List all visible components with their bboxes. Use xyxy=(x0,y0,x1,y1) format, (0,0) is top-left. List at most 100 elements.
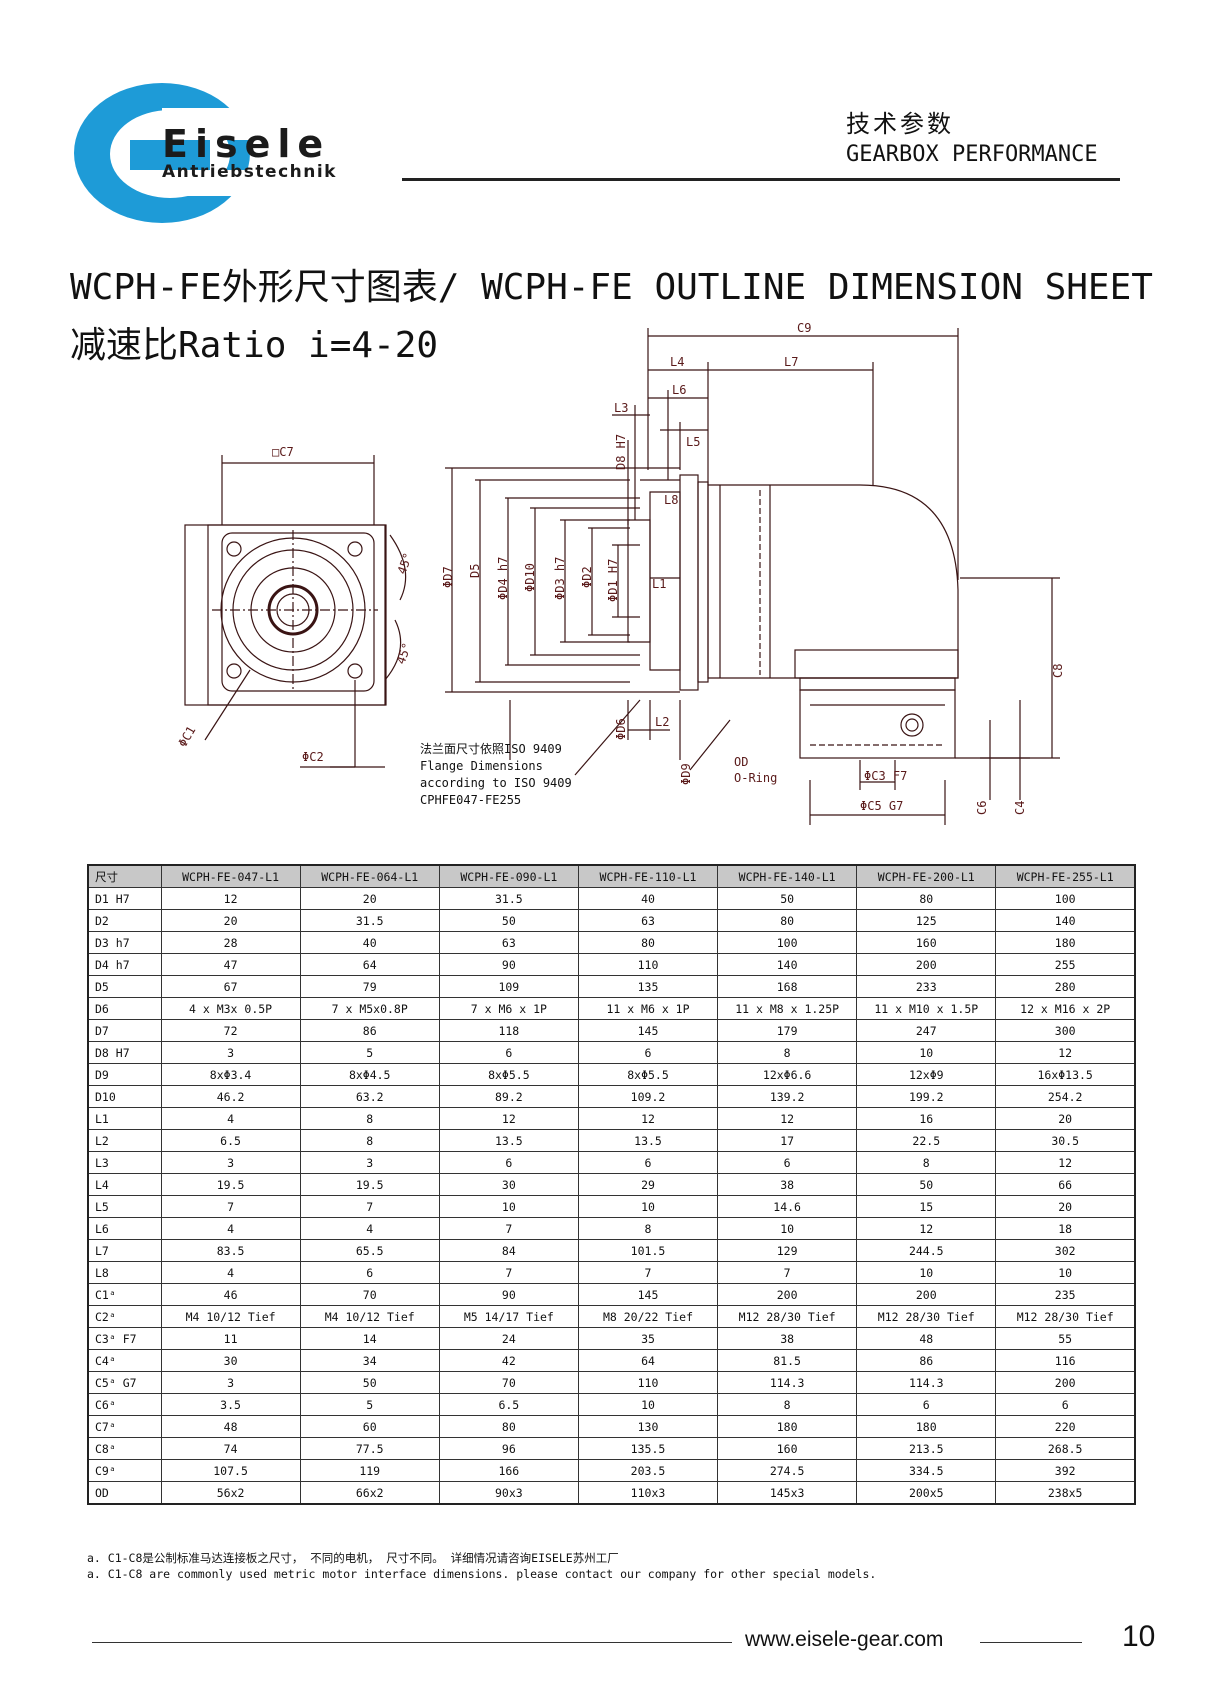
label-l3: L3 xyxy=(614,401,628,415)
table-cell: 302 xyxy=(995,1239,1136,1262)
table-cell: 11 x M10 x 1.5P xyxy=(856,997,997,1020)
table-cell: 14.6 xyxy=(717,1195,858,1218)
table-cell: 35 xyxy=(577,1327,719,1350)
table-cell: 6 xyxy=(995,1393,1136,1416)
footer-divider-left xyxy=(92,1642,732,1643)
label-c2: ΦC2 xyxy=(302,750,324,764)
table-cell: 11 x M8 x 1.25P xyxy=(717,997,858,1020)
table-header-cell: WCPH-FE-110-L1 xyxy=(577,864,719,888)
table-cell: 392 xyxy=(995,1459,1136,1482)
label-l5: L5 xyxy=(686,435,700,449)
table-row-label: L6 xyxy=(87,1217,162,1240)
table-row-label: L8 xyxy=(87,1261,162,1284)
table-cell: 6 xyxy=(577,1151,719,1174)
table-cell: 38 xyxy=(717,1173,858,1196)
table-cell: 4 x M3x 0.5P xyxy=(160,997,301,1020)
table-row-label: L5 xyxy=(87,1195,162,1218)
label-l1: L1 xyxy=(652,577,666,591)
table-cell: 20 xyxy=(995,1195,1136,1218)
table-cell: 6 xyxy=(856,1393,997,1416)
table-cell: 11 x M6 x 1P xyxy=(577,997,719,1020)
table-cell: 200 xyxy=(856,1283,997,1306)
table-cell: 38 xyxy=(717,1327,858,1350)
table-cell: 6 xyxy=(438,1151,579,1174)
label-d4: ΦD4 h7 xyxy=(496,557,510,600)
table-row-label: D3 h7 xyxy=(87,931,162,954)
label-d7: ΦD7 xyxy=(441,566,455,588)
table-cell: 70 xyxy=(299,1283,440,1306)
label-d1: ΦD1 H7 xyxy=(606,559,620,602)
table-row-label: D4 h7 xyxy=(87,953,162,976)
table-cell: 110 xyxy=(577,1371,719,1394)
table-header-cell: WCPH-FE-200-L1 xyxy=(856,864,997,888)
table-cell: M12 28/30 Tief xyxy=(995,1305,1136,1328)
table-cell: 10 xyxy=(438,1195,579,1218)
table-cell: 6 xyxy=(577,1041,719,1064)
table-cell: 80 xyxy=(438,1415,579,1438)
table-cell: 90 xyxy=(438,1283,579,1306)
table-cell: 12 xyxy=(438,1107,579,1130)
table-cell: 3 xyxy=(160,1041,301,1064)
label-d8: D8 H7 xyxy=(614,434,628,470)
label-d9: ΦD9 xyxy=(679,763,693,785)
table-header-cell: WCPH-FE-047-L1 xyxy=(160,864,301,888)
table-cell: 101.5 xyxy=(577,1239,719,1262)
table-cell: M4 10/12 Tief xyxy=(160,1305,301,1328)
table-cell: 84 xyxy=(438,1239,579,1262)
label-d2: ΦD2 xyxy=(580,566,594,588)
label-c7: □C7 xyxy=(272,445,294,459)
table-cell: 13.5 xyxy=(577,1129,719,1152)
table-cell: 66 xyxy=(995,1173,1136,1196)
table-cell: 31.5 xyxy=(299,909,440,932)
table-row-label: D2 xyxy=(87,909,162,932)
label-l8: L8 xyxy=(664,493,678,507)
table-cell: 200 xyxy=(717,1283,858,1306)
table-cell: 10 xyxy=(856,1041,997,1064)
table-cell: 145 xyxy=(577,1283,719,1306)
table-cell: 90 xyxy=(438,953,579,976)
table-cell: 40 xyxy=(577,887,719,910)
table-cell: 34 xyxy=(299,1349,440,1372)
table-cell: 166 xyxy=(438,1459,579,1482)
table-cell: 12 xyxy=(995,1151,1136,1174)
table-cell: 160 xyxy=(717,1437,858,1460)
table-cell: 12xΦ6.6 xyxy=(717,1063,858,1086)
table-cell: 7 xyxy=(299,1195,440,1218)
table-cell: 83.5 xyxy=(160,1239,301,1262)
table-cell: 50 xyxy=(438,909,579,932)
table-cell: 180 xyxy=(995,931,1136,954)
table-cell: 6.5 xyxy=(438,1393,579,1416)
table-cell: 65.5 xyxy=(299,1239,440,1262)
table-cell: 114.3 xyxy=(717,1371,858,1394)
label-l7: L7 xyxy=(784,355,798,369)
footer-url[interactable]: www.eisele-gear.com xyxy=(745,1628,944,1651)
table-row-label: C7ᵃ xyxy=(87,1415,162,1438)
table-cell: 274.5 xyxy=(717,1459,858,1482)
table-cell: 80 xyxy=(717,909,858,932)
table-cell: 17 xyxy=(717,1129,858,1152)
table-cell: 168 xyxy=(717,975,858,998)
table-cell: 3 xyxy=(299,1151,440,1174)
table-cell: 116 xyxy=(995,1349,1136,1372)
table-cell: 20 xyxy=(299,887,440,910)
label-l2: L2 xyxy=(655,715,669,729)
table-cell: 129 xyxy=(717,1239,858,1262)
table-header-cell: WCPH-FE-140-L1 xyxy=(717,864,858,888)
table-cell: 200 xyxy=(995,1371,1136,1394)
table-cell: 254.2 xyxy=(995,1085,1136,1108)
table-cell: 50 xyxy=(299,1371,440,1394)
table-cell: M4 10/12 Tief xyxy=(299,1305,440,1328)
table-cell: M5 14/17 Tief xyxy=(438,1305,579,1328)
table-row-label: D7 xyxy=(87,1019,162,1042)
table-cell: 255 xyxy=(995,953,1136,976)
table-cell: 300 xyxy=(995,1019,1136,1042)
table-cell: 4 xyxy=(160,1261,301,1284)
